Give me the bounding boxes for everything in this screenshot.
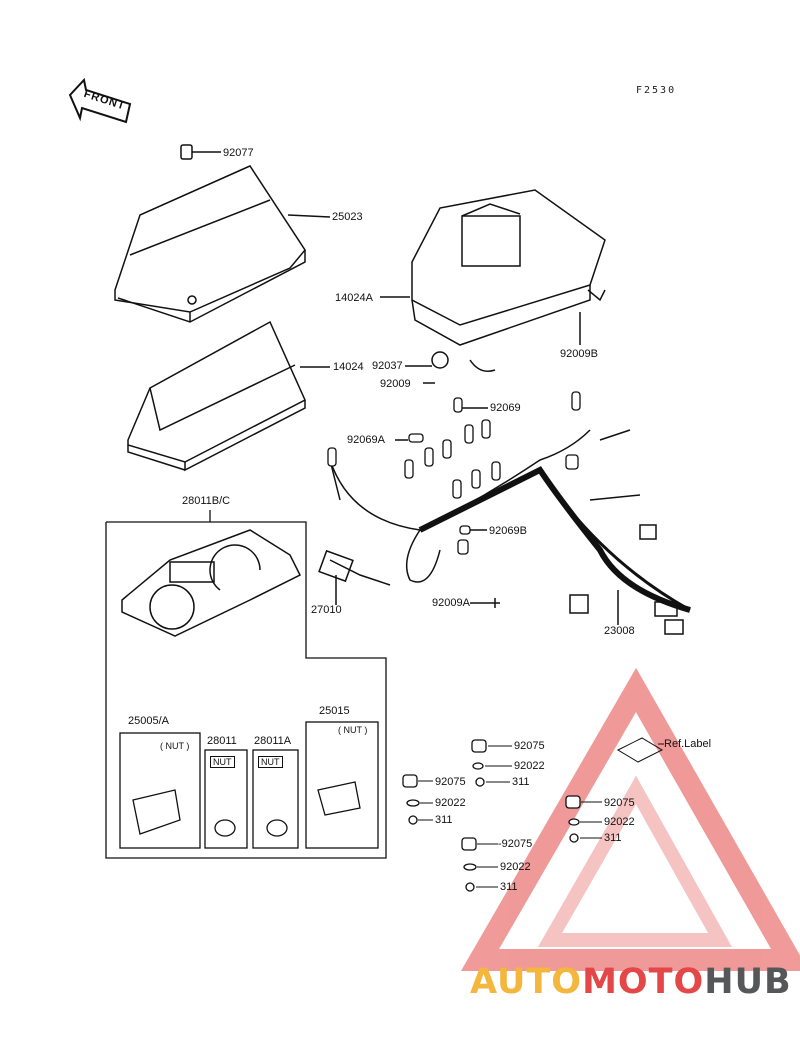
label-25023: 25023	[332, 211, 363, 223]
label-r2-311b: 311	[435, 814, 453, 826]
socket-bulbs	[327, 391, 581, 555]
nut-label-4: ( NUT )	[338, 725, 368, 735]
label-r2-311: 311	[512, 776, 530, 788]
label-14024A: 14024A	[335, 292, 373, 304]
label-25005A: 25005/A	[128, 715, 169, 727]
nut-label-3: NUT	[258, 756, 283, 768]
front-arrow-icon	[68, 77, 132, 124]
wiring-harness-23008	[318, 407, 691, 635]
label-92037: 92037	[372, 360, 403, 372]
label-r1-92075: 92075	[514, 740, 545, 752]
meter-housing-14024A	[380, 189, 606, 384]
label-92069: 92069	[490, 402, 521, 414]
label-92009A: 92009A	[432, 597, 470, 609]
label-23008: 23008	[604, 625, 635, 637]
leader-lines	[418, 743, 664, 888]
label-92009: 92009	[380, 378, 411, 390]
label-28011: 28011	[207, 735, 237, 747]
label-r2-92075: 92075	[435, 776, 466, 788]
label-28011BC: 28011B/C	[182, 495, 231, 507]
label-25015: 25015	[319, 705, 350, 717]
label-r2-92022: 92022	[435, 797, 466, 809]
meter-case-14024	[127, 320, 330, 472]
label-r3-92022: 92022	[604, 816, 635, 828]
nut-label-2: NUT	[210, 756, 235, 768]
meter-cover-25023	[114, 165, 331, 323]
label-r3-92075: 92075	[604, 797, 635, 809]
callout-box-28011bc	[105, 510, 387, 859]
cap-92077	[180, 144, 221, 160]
sub-boxes	[119, 721, 379, 849]
label-92069A: 92069A	[347, 434, 385, 446]
watermark-triangle	[460, 667, 800, 971]
watermark-part1: AUTOMOTO	[470, 962, 705, 1002]
label-92077: 92077	[223, 147, 254, 159]
gauge-panel	[121, 529, 302, 637]
nut-label-1: ( NUT )	[160, 741, 190, 751]
watermark-logo: AUTOMOTOHUB	[470, 963, 792, 1001]
label-92009B: 92009B	[560, 348, 598, 360]
label-r4-311: 311	[500, 881, 518, 893]
label-r3-311: 311	[604, 832, 622, 844]
watermark-part2: HUB	[704, 962, 792, 1002]
label-14024: 14024	[333, 361, 364, 373]
label-27010: 27010	[311, 604, 342, 616]
label-r1-92022: 92022	[514, 760, 545, 772]
label-92069B: 92069B	[489, 525, 527, 537]
label-r4-92075: -92075	[498, 838, 533, 850]
label-28011A: 28011A	[254, 735, 292, 747]
label-r4-92022: 92022	[500, 861, 531, 873]
hardware-bushings	[402, 739, 581, 892]
figure-code: F2530	[636, 85, 677, 96]
ref-label: Ref.Label	[664, 738, 712, 750]
ref-label-icon	[616, 737, 664, 763]
